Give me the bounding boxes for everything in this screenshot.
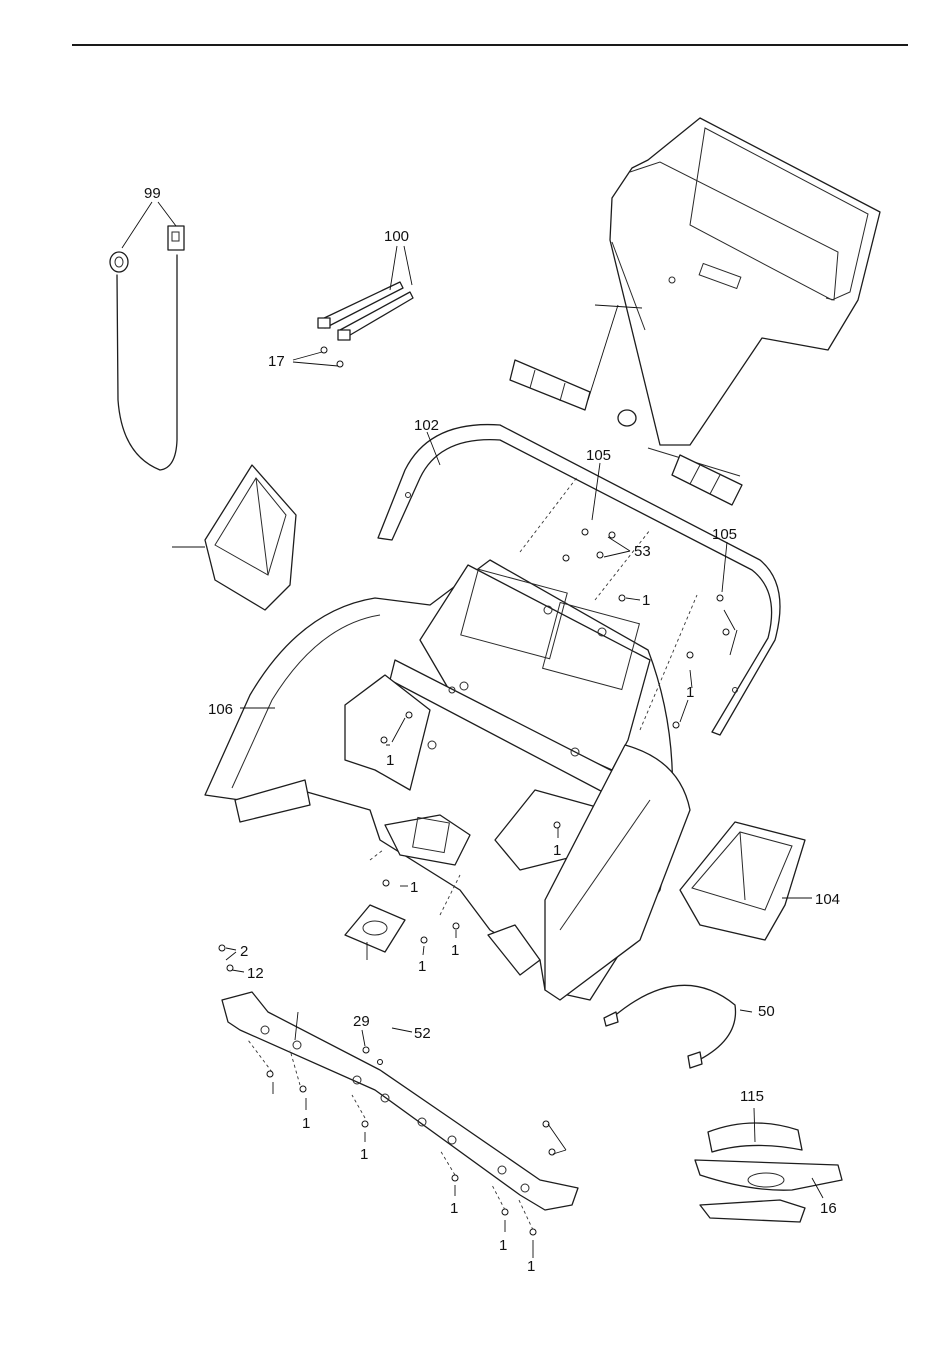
callout-1-a: 1 xyxy=(642,592,650,609)
callout-1-l: 1 xyxy=(527,1258,535,1275)
callout-1-c: 1 xyxy=(386,752,394,769)
callout-1-d: 1 xyxy=(553,842,561,859)
callout-2: 2 xyxy=(240,943,248,960)
callout-1-f: 1 xyxy=(451,942,459,959)
callout-1-b: 1 xyxy=(686,684,694,701)
callout-17: 17 xyxy=(268,353,285,370)
part-104-right xyxy=(680,822,805,940)
callout-99: 99 xyxy=(144,185,161,202)
callout-105-a: 105 xyxy=(586,447,611,464)
callout-1-k: 1 xyxy=(499,1237,507,1254)
callout-1-h: 1 xyxy=(302,1115,310,1132)
callout-50: 50 xyxy=(758,1003,775,1020)
callout-104: 104 xyxy=(815,891,840,908)
callout-1-e: 1 xyxy=(410,879,418,896)
callout-29: 29 xyxy=(353,1013,370,1030)
callout-115: 115 xyxy=(740,1088,764,1105)
console-part xyxy=(510,118,880,505)
callout-100: 100 xyxy=(384,228,409,245)
part-50-wire xyxy=(604,985,736,1068)
part-106 xyxy=(205,560,690,1000)
bottom-bracket-part xyxy=(222,992,578,1210)
callout-1-j: 1 xyxy=(450,1200,458,1217)
callout-1-g: 1 xyxy=(418,958,426,975)
callout-105-b: 105 xyxy=(712,526,737,543)
callout-1-i: 1 xyxy=(360,1146,368,1163)
callout-12: 12 xyxy=(247,965,264,982)
part-100 xyxy=(318,282,413,340)
callout-106: 106 xyxy=(208,701,233,718)
small-plate-part xyxy=(345,905,405,952)
part-104-left xyxy=(205,465,296,610)
callout-102: 102 xyxy=(414,417,439,434)
callout-16: 16 xyxy=(820,1200,837,1217)
part-99 xyxy=(110,226,184,470)
callout-52: 52 xyxy=(414,1025,431,1042)
callout-53: 53 xyxy=(634,543,651,560)
